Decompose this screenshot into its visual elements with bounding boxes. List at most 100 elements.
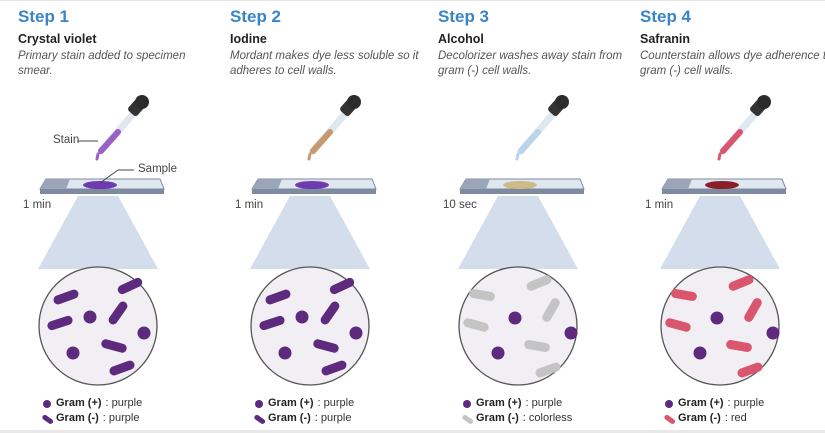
gram-positive-coccus (491, 346, 505, 360)
gram-negative-rod (329, 277, 355, 295)
gram-negative-rod (726, 340, 752, 352)
step-illustration (38, 95, 165, 424)
gram-negative-legend: Gram (-): purple (268, 412, 351, 424)
step-number: Step 4 (640, 7, 692, 26)
sample-smear (503, 181, 537, 189)
duration-label: 1 min (235, 199, 264, 211)
gram-positive-coccus (137, 326, 151, 340)
legend-label: Gram (-) (56, 412, 99, 424)
legend-label: Gram (-) (476, 412, 519, 424)
duration-label: 1 min (23, 199, 52, 211)
gram-positive-legend-icon (255, 400, 263, 408)
legend-value: : purple (727, 397, 765, 409)
microscope-slide (251, 178, 377, 194)
reagent-name: Safranin (640, 32, 691, 46)
gram-negative-rod (737, 362, 763, 378)
legend-value: : purple (105, 397, 143, 409)
step-description: Decolorizer washes away stain from gram … (438, 50, 623, 77)
legend-value: : purple (314, 412, 352, 424)
gram-positive-legend: Gram (+): purple (56, 397, 142, 409)
stain-callout: Stain (53, 134, 80, 146)
dropper-icon (307, 95, 361, 161)
gram-negative-rod (535, 362, 561, 378)
gram-negative-rod (265, 289, 291, 305)
legend-value: : purple (102, 412, 140, 424)
gram-negative-legend-icon (462, 414, 474, 424)
sample-callout: Sample (138, 163, 177, 175)
gram-negative-legend-icon (664, 414, 676, 424)
gram-negative-rod (101, 339, 127, 353)
gram-positive-coccus (693, 346, 707, 360)
gram-negative-rod (728, 275, 754, 291)
magnification-cone (38, 196, 158, 269)
legend-label: Gram (-) (678, 412, 721, 424)
gram-positive-coccus (564, 326, 578, 340)
gram-negative-rod (259, 315, 285, 331)
step-illustration (250, 95, 377, 424)
gram-negative-rod (108, 301, 128, 325)
step-illustration (458, 95, 585, 424)
legend-label: Gram (-) (268, 412, 311, 424)
gram-positive-legend: Gram (+): purple (678, 397, 764, 409)
step-description: Counterstain allows dye adherence to gra… (640, 50, 825, 77)
gram-positive-coccus (295, 310, 309, 324)
dropper-icon (515, 95, 569, 161)
reagent-name: Iodine (230, 32, 267, 46)
gram-positive-coccus (766, 326, 780, 340)
sample-smear (295, 181, 329, 189)
duration-label: 10 sec (443, 199, 477, 211)
gram-positive-legend-icon (43, 400, 51, 408)
gram-negative-rod (671, 289, 697, 301)
gram-positive-coccus (83, 310, 97, 324)
sample-smear (705, 181, 739, 189)
gram-positive-coccus (710, 311, 724, 325)
gram-positive-legend-icon (665, 400, 673, 408)
legend-label: Gram (+) (268, 397, 314, 409)
legend-label: Gram (+) (678, 397, 724, 409)
gram-positive-legend: Gram (+): purple (268, 397, 354, 409)
reagent-name: Alcohol (438, 32, 484, 46)
gram-negative-rod (524, 340, 550, 352)
gram-negative-rod (321, 360, 347, 376)
sample-smear (83, 181, 117, 189)
dropper-icon (717, 95, 771, 161)
step-number: Step 2 (230, 7, 282, 26)
gram-negative-rod (117, 277, 143, 295)
legend-label: Gram (+) (476, 397, 522, 409)
gram-positive-coccus (349, 326, 363, 340)
gram-negative-rod (744, 298, 762, 322)
step-number: Step 3 (438, 7, 490, 26)
magnification-cone (250, 196, 370, 269)
microscope-slide (459, 178, 585, 194)
sample-callout-line (99, 169, 119, 184)
gram-positive-coccus (278, 346, 292, 360)
gram-negative-legend-icon (42, 414, 54, 424)
microscope-slide (39, 178, 165, 194)
step-illustration (660, 95, 787, 424)
gram-positive-legend: Gram (+): purple (476, 397, 562, 409)
microscope-slide (661, 178, 787, 194)
gram-negative-legend: Gram (-): colorless (476, 412, 572, 424)
gram-negative-rod (47, 315, 73, 331)
gram-negative-rod (526, 275, 552, 291)
dropper-icon (95, 95, 149, 161)
gram-negative-rod (665, 318, 691, 332)
magnification-cone (660, 196, 780, 269)
legend-value: : purple (525, 397, 563, 409)
gram-negative-rod (542, 298, 560, 322)
gram-negative-legend: Gram (-): red (678, 412, 747, 424)
gram-negative-rod (469, 289, 495, 301)
step-description: Primary stain added to specimen smear. (18, 50, 186, 77)
gram-positive-coccus (66, 346, 80, 360)
legend-label: Gram (+) (56, 397, 102, 409)
step-description: Mordant makes dye less soluble so it adh… (230, 50, 419, 77)
reagent-name: Crystal violet (18, 32, 97, 46)
magnification-cone (458, 196, 578, 269)
gram-negative-rod (109, 360, 135, 376)
gram-negative-rod (53, 289, 79, 305)
legend-value: : colorless (522, 412, 573, 424)
gram-positive-legend-icon (463, 400, 471, 408)
